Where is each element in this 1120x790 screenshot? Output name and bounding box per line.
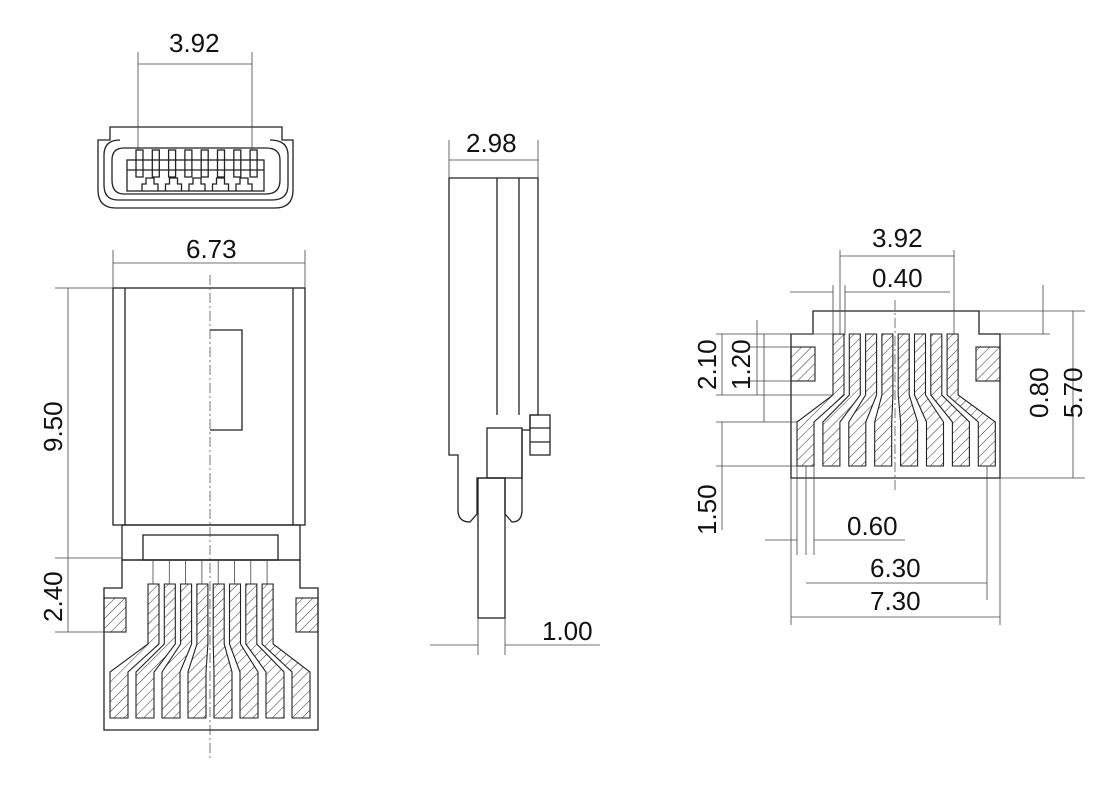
contact-pin bbox=[151, 149, 160, 178]
dim-1-50: 1.50 bbox=[692, 484, 722, 535]
dim-1-20: 1.20 bbox=[726, 339, 756, 390]
signal-pad bbox=[897, 333, 919, 467]
dim-front-width: 3.92 bbox=[169, 28, 220, 58]
front-view: 3.92 bbox=[97, 28, 294, 209]
signal-pad bbox=[228, 583, 259, 719]
contact-pin bbox=[211, 177, 230, 191]
contact-pin bbox=[249, 149, 258, 178]
dim-0-60: 0.60 bbox=[847, 511, 898, 541]
dim-0-80: 0.80 bbox=[1024, 367, 1054, 418]
dim-pin-width: 0.40 bbox=[872, 263, 923, 293]
mounting-pad bbox=[295, 597, 319, 633]
footprint-outline bbox=[103, 559, 319, 731]
contact-pin bbox=[233, 149, 242, 178]
dim-7-30: 7.30 bbox=[870, 586, 921, 616]
signal-pad bbox=[822, 333, 861, 467]
footprint-outline bbox=[790, 310, 1001, 479]
bottom-view: 6.73 9.50 2.40 bbox=[38, 234, 319, 760]
contact-pin bbox=[164, 177, 183, 191]
signal-pad bbox=[245, 583, 285, 719]
dim-6-30: 6.30 bbox=[870, 553, 921, 583]
dim-body-width: 6.73 bbox=[186, 234, 237, 264]
signal-pad bbox=[212, 583, 233, 719]
contact-pin bbox=[184, 149, 193, 178]
signal-pad bbox=[913, 333, 945, 467]
signal-pad bbox=[161, 583, 193, 719]
signal-pad bbox=[261, 583, 311, 719]
signal-pad bbox=[946, 333, 996, 467]
contact-pin bbox=[188, 177, 206, 191]
dim-pin-span: 3.92 bbox=[872, 223, 923, 253]
contact-pin bbox=[235, 177, 253, 191]
dim-5-70: 5.70 bbox=[1058, 367, 1088, 418]
signal-pad bbox=[874, 333, 894, 467]
dim-2-10: 2.10 bbox=[692, 339, 722, 390]
dim-pin-thickness: 1.00 bbox=[542, 616, 593, 646]
dim-tail-length: 2.40 bbox=[38, 571, 68, 622]
signal-pad bbox=[187, 583, 209, 719]
mounting-pad bbox=[790, 346, 816, 382]
contact-pin bbox=[141, 177, 159, 191]
mounting-pad bbox=[103, 597, 127, 633]
signal-pad bbox=[848, 333, 878, 467]
contact-pin bbox=[200, 149, 209, 178]
mounting-pad bbox=[975, 346, 1001, 382]
contact-pin bbox=[167, 149, 177, 178]
dim-body-length: 9.50 bbox=[38, 401, 68, 452]
side-view: 2.98 1.00 bbox=[430, 128, 600, 655]
pcb-footprint: 3.92 0.40 2.10 1.20 1.50 0.80 5.70 0.60 bbox=[692, 223, 1088, 625]
signal-pad bbox=[135, 583, 176, 719]
contact-pin bbox=[135, 149, 144, 178]
signal-pad bbox=[930, 333, 970, 467]
contact-pin bbox=[216, 149, 226, 178]
signal-pad bbox=[109, 583, 160, 719]
dim-thickness: 2.98 bbox=[466, 128, 517, 158]
